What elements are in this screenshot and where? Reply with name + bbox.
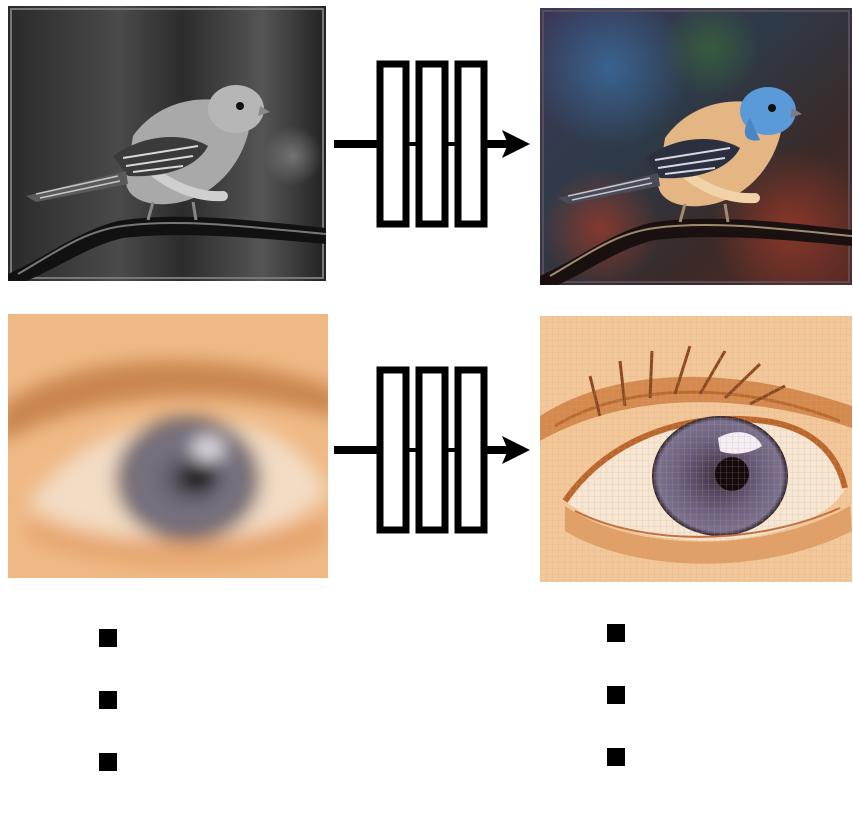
three-layer-network-icon [334, 60, 530, 228]
left-continuation-dots [99, 629, 119, 815]
ellipsis-square-icon [99, 691, 117, 709]
input-grayscale-bird-image [8, 6, 326, 281]
output-sharp-eye-image [540, 316, 852, 582]
network-layer-1 [376, 60, 410, 228]
arrow-head-icon [502, 436, 530, 464]
right-continuation-dots [607, 624, 627, 810]
ellipsis-square-icon [607, 686, 625, 704]
neural-network-icon-row-2 [332, 366, 532, 536]
three-layer-network-icon [334, 366, 530, 534]
ellipsis-square-icon [99, 753, 117, 771]
ellipsis-square-icon [99, 629, 117, 647]
network-layer-2 [415, 60, 449, 228]
input-blurry-eye-image [8, 314, 328, 578]
network-layer-1 [376, 366, 410, 534]
neural-network-icon-row-1 [332, 60, 532, 230]
network-layer-2 [415, 366, 449, 534]
ellipsis-square-icon [607, 748, 625, 766]
output-colorized-bird-image [540, 8, 852, 285]
arrow-head-icon [502, 130, 530, 158]
network-layer-3 [454, 60, 488, 228]
network-layer-3 [454, 366, 488, 534]
ellipsis-square-icon [607, 624, 625, 642]
